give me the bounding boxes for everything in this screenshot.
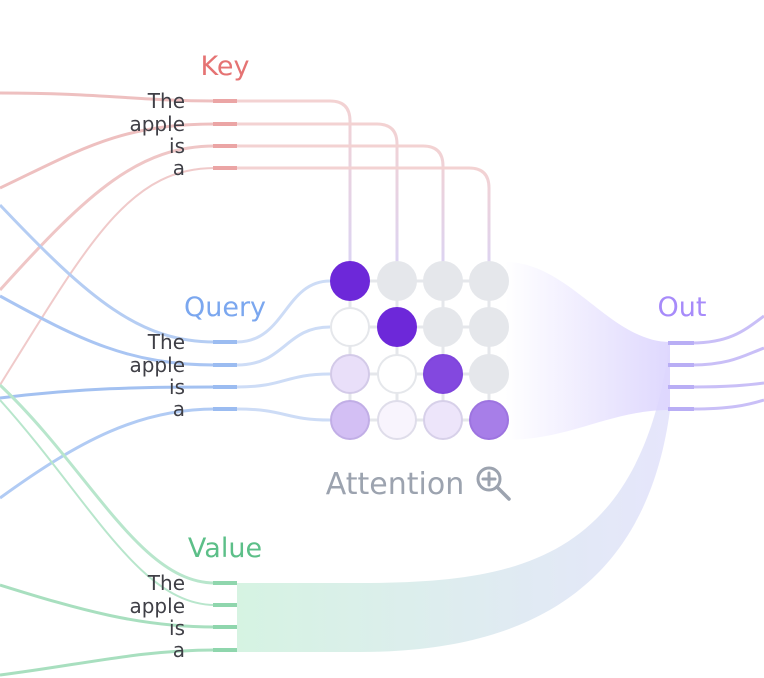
token-ticks bbox=[213, 99, 694, 652]
incoming-curves bbox=[0, 91, 216, 677]
token-label: is bbox=[169, 134, 185, 158]
value-to-out-band bbox=[237, 342, 670, 652]
attention-cell-0-0 bbox=[330, 261, 370, 301]
token-label: a bbox=[173, 638, 185, 662]
query-row-line bbox=[236, 279, 331, 344]
attention-cell-3-1 bbox=[377, 400, 417, 440]
key-column-line bbox=[237, 122, 399, 281]
attention-cell-2-1 bbox=[377, 354, 417, 394]
token-label: The bbox=[147, 571, 185, 595]
token-label: a bbox=[173, 397, 185, 421]
attention-cell-1-3 bbox=[469, 307, 509, 347]
token-label: is bbox=[169, 375, 185, 399]
zoom-in-icon[interactable] bbox=[476, 466, 511, 501]
out-lines bbox=[670, 314, 764, 411]
attention-cell-1-1 bbox=[377, 307, 417, 347]
token-label: apple bbox=[129, 353, 185, 377]
attention-cell-2-3 bbox=[469, 354, 509, 394]
attention-matrix bbox=[330, 261, 509, 440]
attention-cell-1-2 bbox=[423, 307, 463, 347]
attention-cell-3-0 bbox=[330, 400, 370, 440]
query-row-line bbox=[236, 325, 331, 367]
query-row-line bbox=[236, 372, 331, 389]
token-label: a bbox=[173, 156, 185, 180]
token-label: apple bbox=[129, 594, 185, 618]
token-label: The bbox=[147, 330, 185, 354]
key-lines bbox=[237, 99, 491, 281]
attention-cell-0-1 bbox=[377, 261, 417, 301]
value-tokens: The apple is a bbox=[129, 571, 185, 662]
attention-cell-2-0 bbox=[330, 354, 370, 394]
attention-cell-2-2 bbox=[423, 354, 463, 394]
query-lines bbox=[236, 279, 331, 422]
attention-label: Attention bbox=[326, 467, 464, 502]
key-tokens: The apple is a bbox=[129, 89, 185, 180]
attention-cell-0-2 bbox=[423, 261, 463, 301]
token-label: The bbox=[147, 89, 185, 113]
value-label: Value bbox=[188, 533, 262, 564]
attention-cell-0-3 bbox=[469, 261, 509, 301]
attention-cell-1-0 bbox=[330, 307, 370, 347]
key-column-line bbox=[237, 166, 491, 281]
token-label: is bbox=[169, 616, 185, 640]
query-row-line bbox=[236, 407, 331, 422]
token-label: apple bbox=[129, 112, 185, 136]
attention-cell-3-3 bbox=[469, 400, 509, 440]
key-column-line bbox=[237, 144, 445, 281]
attention-to-out-band bbox=[505, 262, 670, 440]
key-column-line bbox=[237, 99, 352, 281]
query-tokens: The apple is a bbox=[129, 330, 185, 421]
attention-cell-3-2 bbox=[423, 400, 463, 440]
out-label: Out bbox=[658, 292, 707, 323]
key-label: Key bbox=[201, 51, 250, 82]
query-label: Query bbox=[184, 292, 266, 323]
